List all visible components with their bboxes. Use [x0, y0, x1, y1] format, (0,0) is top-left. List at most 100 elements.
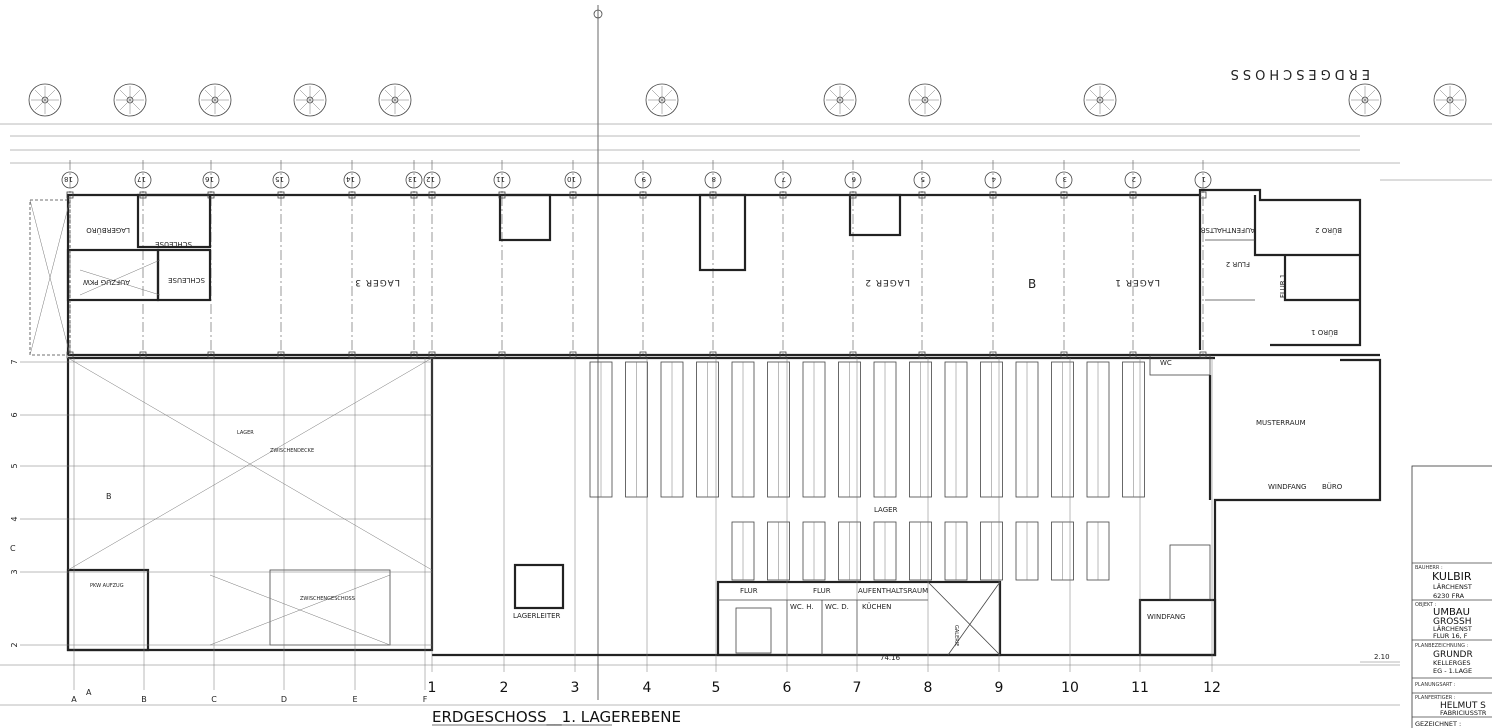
tree-icon — [293, 83, 327, 117]
room-flur2: FLUR 2 — [1226, 260, 1250, 268]
room-lagerbuero: LAGERBÜRO — [86, 226, 130, 235]
column-post — [1129, 351, 1137, 359]
column-post — [277, 191, 285, 199]
column-post — [66, 351, 74, 359]
room-buero: BÜRO — [1322, 482, 1343, 491]
grid-number: 12 — [1203, 680, 1221, 696]
tree-icon — [1348, 83, 1382, 117]
room-musterraum: MUSTERRAUM — [1256, 419, 1306, 427]
lower-room-labels: MUSTERRAUM WINDFANG BÜRO LAGER FLUR FLUR… — [90, 359, 1343, 646]
room-wc-d: WC. D. — [825, 603, 849, 611]
column-marker — [272, 171, 290, 189]
column-post — [849, 191, 857, 199]
storage-rack — [589, 361, 613, 498]
grid-number: 2 — [500, 680, 509, 696]
column-number: 6 — [851, 175, 856, 183]
grid-number: 7 — [10, 359, 19, 364]
north-arrow-icon — [593, 9, 603, 19]
grid-number: 6 — [783, 680, 792, 696]
column-number: 3 — [1063, 175, 1067, 183]
room-windfang-2: WINDFANG — [1147, 613, 1185, 621]
column-post — [779, 191, 787, 199]
column-number: 13 — [408, 175, 417, 183]
column-marker — [61, 171, 79, 189]
storage-rack — [731, 361, 755, 581]
drawing-title: ERDGESCHOSS__1. LAGEREBENE — [432, 708, 681, 727]
column-number: 11 — [496, 175, 505, 183]
column-post — [709, 351, 717, 359]
column-marker — [343, 171, 361, 189]
room-lager3: LAGER 3 — [354, 277, 400, 287]
section-mark-c: C — [10, 544, 16, 553]
gezeichnet-label: GEZEICHNET : — [1415, 720, 1461, 728]
column-marker — [634, 171, 652, 189]
grid-letter: A — [71, 695, 77, 704]
room-lager-left: LAGER — [237, 430, 254, 436]
tree-icon — [378, 83, 412, 117]
planfertiger-label: PLANFERTIGER : — [1415, 695, 1456, 701]
room-schleuse-1: SCHLEUSE — [155, 240, 192, 248]
column-axes — [69, 160, 1204, 355]
grid-number: 11 — [1131, 680, 1149, 696]
storage-rack — [1051, 361, 1074, 581]
column-marker — [202, 171, 220, 189]
grid-number: 8 — [924, 680, 933, 696]
grid-letter: D — [281, 695, 287, 704]
column-post — [1060, 351, 1068, 359]
column-post — [918, 191, 926, 199]
room-windfang: WINDFANG — [1268, 483, 1306, 491]
column-number: 9 — [642, 175, 646, 183]
column-post — [410, 191, 418, 199]
lower-wing-walls — [0, 199, 1400, 706]
upper-wing-walls — [66, 188, 1380, 360]
column-marker — [844, 171, 862, 189]
column-post — [139, 191, 147, 199]
column-post — [207, 351, 215, 359]
planbezeichnung-line-1: GRUNDR — [1433, 650, 1473, 660]
storage-rack — [873, 361, 897, 581]
room-lager1: LAGER 1 — [1114, 277, 1160, 287]
storage-rack — [838, 361, 861, 581]
column-number: 1 — [1202, 175, 1206, 183]
planbezeichnung-line-2: KELLERGES — [1433, 659, 1471, 667]
grid-letter: C — [211, 695, 217, 704]
grid-number: 4 — [10, 516, 19, 521]
storage-rack — [909, 361, 932, 581]
room-wc: WC — [1160, 359, 1172, 367]
room-aufenthaltsraum: AUFENTHALTSRAUM — [858, 587, 928, 595]
column-number: 7 — [782, 175, 786, 183]
room-kuechen: KÜCHEN — [862, 602, 891, 611]
storage-rack — [696, 361, 719, 498]
storage-rack — [767, 361, 790, 581]
column-post — [639, 191, 647, 199]
bauherr-line-2: LÄRCHENST — [1433, 582, 1472, 591]
column-number: 4 — [991, 175, 996, 183]
room-lager2: LAGER 2 — [864, 277, 910, 287]
room-zwischengeschoss: ZWISCHENGESCHOSS — [300, 596, 355, 602]
title-block: BAUHERR : KULBIR LÄRCHENST 6230 FRA OBJE… — [1411, 465, 1492, 728]
column-marker — [1194, 171, 1212, 189]
column-marker — [984, 171, 1002, 189]
section-mark-b-left: B — [106, 492, 112, 501]
objekt-line-2: GROSSH — [1433, 617, 1472, 627]
planungsart-label: PLANUNGSART : — [1415, 682, 1456, 688]
bauherr-label: BAUHERR : — [1415, 565, 1443, 571]
column-post — [410, 351, 418, 359]
room-buero2: BÜRO 2 — [1315, 226, 1342, 235]
column-post — [277, 351, 285, 359]
column-number: 2 — [1132, 175, 1136, 183]
column-marker — [1055, 171, 1073, 189]
section-mark-b-right: B — [1028, 277, 1036, 291]
storage-rack — [802, 361, 826, 581]
tree-icon — [1083, 83, 1117, 117]
planfertiger-line-1: HELMUT S — [1440, 701, 1486, 711]
room-buero1: BÜRO 1 — [1311, 328, 1338, 337]
tree-icon — [645, 83, 679, 117]
column-marker — [1124, 171, 1142, 189]
column-marker — [564, 171, 582, 189]
room-lagerleiter: LAGERLEITER — [513, 612, 561, 620]
column-marker — [774, 171, 792, 189]
